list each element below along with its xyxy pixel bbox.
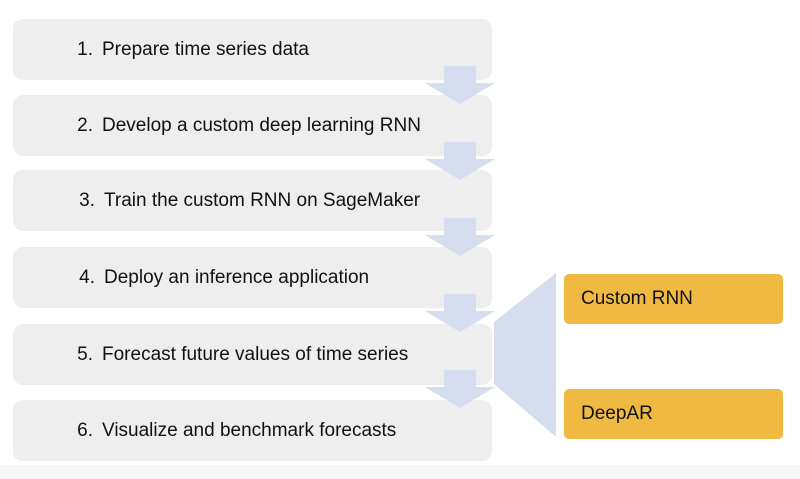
step-number: 6. (77, 419, 93, 441)
down-arrow-3 (425, 218, 495, 256)
step-label: Deploy an inference application (104, 266, 370, 288)
step-number: 3. (79, 189, 95, 211)
step-number: 5. (77, 343, 93, 365)
step-label: Prepare time series data (102, 38, 309, 60)
down-arrow-2 (425, 142, 495, 180)
step-box-3: 3. Train the custom RNN on SageMaker (13, 170, 492, 231)
step-number: 2. (77, 114, 93, 136)
option-custom-rnn: Custom RNN (564, 274, 783, 324)
step-box-1: 1. Prepare time series data (13, 19, 492, 80)
step-box-6: 6. Visualize and benchmark forecasts (13, 400, 492, 461)
step-label: Visualize and benchmark forecasts (102, 419, 397, 441)
down-arrow-4 (425, 294, 495, 332)
step-number: 4. (79, 266, 95, 288)
down-arrow-1 (425, 66, 495, 104)
step-box-5: 5. Forecast future values of time series (13, 324, 492, 385)
step-label: Develop a custom deep learning RNN (102, 114, 421, 136)
down-arrow-5 (425, 370, 495, 408)
step-number: 1. (77, 38, 93, 60)
bottom-strip (0, 465, 800, 479)
option-deepar: DeepAR (564, 389, 783, 439)
step-label: Forecast future values of time series (102, 343, 409, 365)
step-box-4: 4. Deploy an inference application (13, 247, 492, 308)
step-box-2: 2. Develop a custom deep learning RNN (13, 95, 492, 156)
step-label: Train the custom RNN on SageMaker (104, 189, 421, 211)
